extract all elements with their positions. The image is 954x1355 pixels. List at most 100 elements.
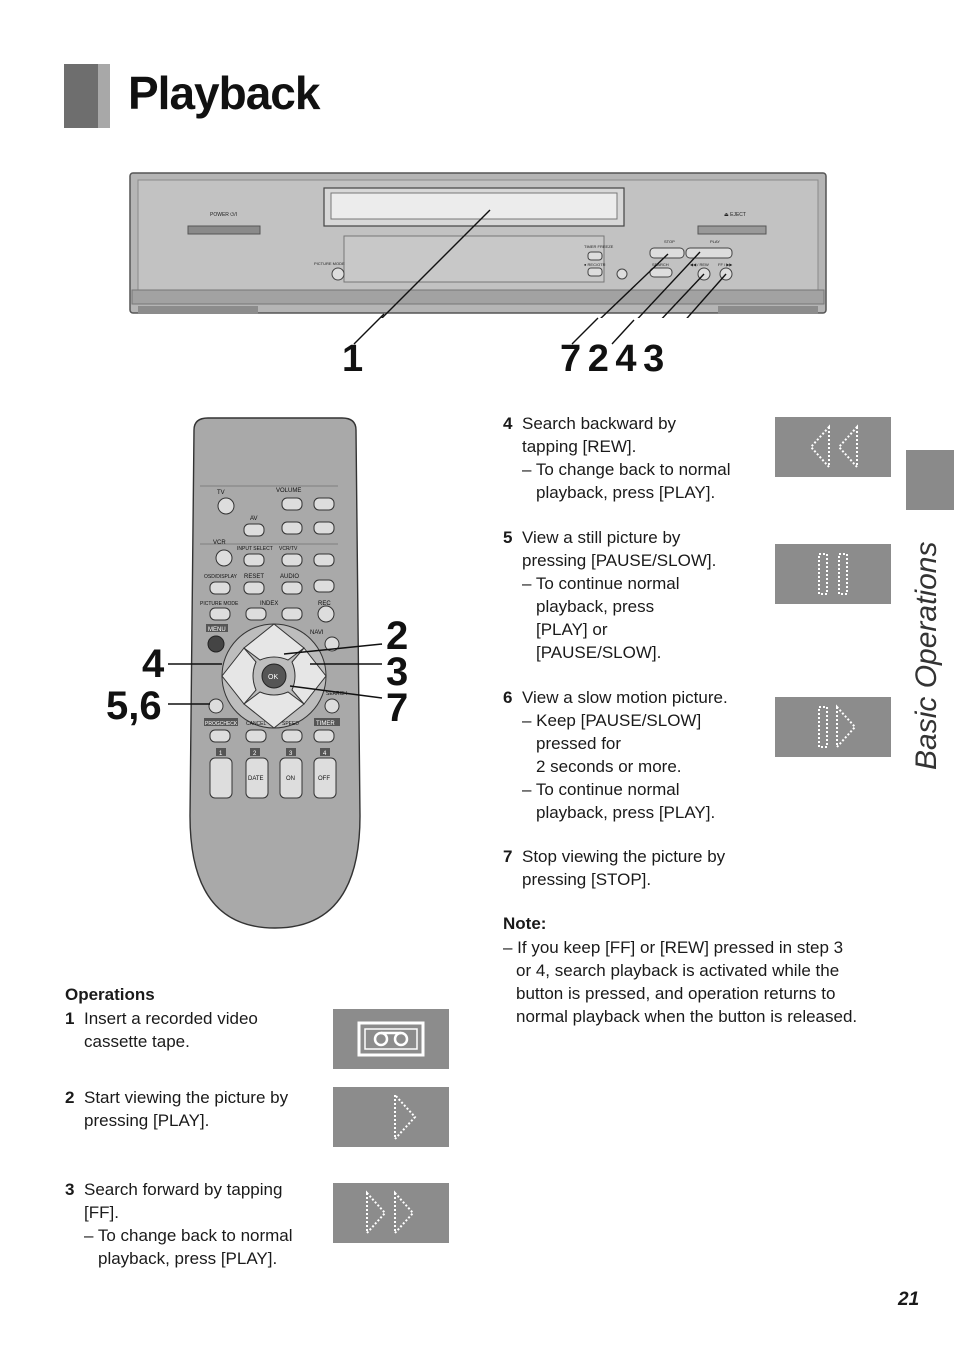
step-3-line-2: [FF]. <box>84 1203 119 1222</box>
step-6-sub-4: – To continue normal <box>522 780 680 799</box>
step-7-line-1: Stop viewing the picture by <box>522 847 726 866</box>
remote-menu-label: MENU <box>208 627 226 633</box>
remote-num-1: 1 <box>219 751 223 757</box>
remote-num-3: 3 <box>289 751 293 757</box>
step-6-num: 6 <box>503 688 513 707</box>
step-1-line-1: Insert a recorded video <box>84 1009 258 1028</box>
pause-icon <box>775 544 891 604</box>
step-6-sub-2: pressed for <box>536 734 622 753</box>
remote-progcheck-label: PROGCHECK <box>205 721 238 727</box>
side-tab-label: Basic Operations <box>910 541 943 770</box>
fast-forward-icon <box>333 1183 449 1243</box>
title-bar-light <box>98 64 110 128</box>
vcr-play-button <box>685 247 733 259</box>
play-icon <box>333 1087 449 1147</box>
vcr-timer-freeze-button <box>587 251 603 261</box>
remote-reset-label: RESET <box>244 574 264 580</box>
note-line-3: button is pressed, and operation returns… <box>516 984 836 1003</box>
vcr-search-button <box>649 267 673 278</box>
note-body: – If you keep [FF] or [REW] pressed in s… <box>503 936 903 1028</box>
step-6-line-1: View a slow motion picture. <box>522 688 728 707</box>
step-2-num: 2 <box>65 1088 75 1107</box>
vcr-stop-label: STOP <box>664 239 675 244</box>
title-bar-dark <box>64 64 98 128</box>
step-6-sub-3: 2 seconds or more. <box>536 757 682 776</box>
step-3-num: 3 <box>65 1180 75 1199</box>
page-number: 21 <box>898 1289 920 1310</box>
vcr-eject-label: ⏏ EJECT <box>724 212 746 218</box>
remote-callout-7: 7 <box>386 686 409 730</box>
step-1-line-2: cassette tape. <box>84 1032 190 1051</box>
rewind-icon <box>775 417 891 477</box>
vcr-power-label: POWER ⏻/I <box>210 212 237 218</box>
step-5-sub-4: [PAUSE/SLOW]. <box>536 643 662 662</box>
remote-num-4: 4 <box>323 751 327 757</box>
vcr-timer-freeze-label: TIMER FREEZE <box>584 244 614 249</box>
vcr-rew-label: ◀◀ / REW <box>690 262 709 267</box>
remote-date-label: DATE <box>248 776 264 782</box>
step-7-num: 7 <box>503 847 513 866</box>
vcr-callout-7243: 7 2 4 3 <box>560 338 665 380</box>
remote-illustration: TV VOLUME AV VCR INPUT SELECT VCR/TV OSD… <box>186 416 364 930</box>
remote-audio-label: AUDIO <box>280 574 299 580</box>
remote-callout-2: 2 <box>386 614 409 658</box>
vcr-rec-button <box>587 267 603 277</box>
vcr-callout-1: 1 <box>342 338 364 380</box>
remote-callout-lines <box>168 643 383 705</box>
remote-vcr-tv-label: VCR/TV <box>279 546 298 552</box>
note-line-2: or 4, search playback is activated while… <box>516 961 840 980</box>
remote-on-label: ON <box>286 776 295 782</box>
step-2-line-2: pressing [PLAY]. <box>84 1111 210 1130</box>
remote-callout-56: 5,6 <box>106 684 162 728</box>
vcr-search-label: SEARCH <box>652 262 669 267</box>
step-5-sub-2: playback, press <box>536 597 655 616</box>
step-5-sub-1: – To continue normal <box>522 574 680 593</box>
step-5-line-2: pressing [PAUSE/SLOW]. <box>522 551 717 570</box>
remote-callout-4: 4 <box>142 642 165 686</box>
step-4-sub-1: – To change back to normal <box>522 460 731 479</box>
vcr-rec-label: ● REC/OTR <box>584 262 606 267</box>
step-6-sub-1: – Keep [PAUSE/SLOW] <box>522 711 702 730</box>
remote-callout-3: 3 <box>386 650 409 694</box>
vcr-picture-mode-label: PICTURE MODE <box>314 261 345 266</box>
note-heading: Note: <box>503 914 547 933</box>
step-3-sub-2: playback, press [PLAY]. <box>98 1249 278 1268</box>
step-7-line-2: pressing [STOP]. <box>522 870 652 889</box>
remote-rec-label: REC <box>318 601 331 607</box>
remote-tv-label: TV <box>217 490 225 496</box>
vcr-illustration: POWER ⏻/I ⏏ EJECT PICTURE MODE TIMER FRE… <box>128 170 828 343</box>
vcr-ff-label: FF / ▶▶ <box>718 262 733 267</box>
note-line-4: normal playback when the button is relea… <box>516 1007 858 1026</box>
remote-volume-label: VOLUME <box>276 488 301 494</box>
step-4-sub-2: playback, press [PLAY]. <box>536 483 716 502</box>
side-tab-block <box>906 450 954 510</box>
step-6: 6 View a slow motion picture. – Keep [PAU… <box>503 686 763 824</box>
vcr-callout-lines-ext <box>353 313 635 345</box>
slow-motion-icon <box>775 697 891 757</box>
remote-cancel-label: CANCEL <box>246 721 267 727</box>
remote-input-select-label: INPUT SELECT <box>237 546 273 552</box>
step-7: 7 Stop viewing the picture by pressing [S… <box>503 845 763 891</box>
remote-av-label: AV <box>250 516 258 522</box>
remote-search-label: SEARCH <box>326 691 347 697</box>
remote-ok-label: OK <box>268 674 278 681</box>
cassette-icon <box>333 1009 449 1069</box>
step-5-sub-3: [PLAY] or <box>536 620 608 639</box>
step-6-sub-5: playback, press [PLAY]. <box>536 803 716 822</box>
remote-navi-label: NAVI <box>310 630 324 636</box>
remote-num-2: 2 <box>253 751 257 757</box>
remote-index-label: INDEX <box>260 601 278 607</box>
step-4-line-1: Search backward by <box>522 414 677 433</box>
vcr-play-label: PLAY <box>710 239 720 244</box>
note-line-1: – If you keep [FF] or [REW] pressed in s… <box>503 938 844 957</box>
remote-timer-label: TIMER <box>316 721 335 727</box>
remote-off-label: OFF <box>318 776 330 782</box>
page-title: Playback <box>128 67 320 119</box>
remote-speed-label: SPEED <box>282 721 299 727</box>
step-5-line-1: View a still picture by <box>522 528 681 547</box>
